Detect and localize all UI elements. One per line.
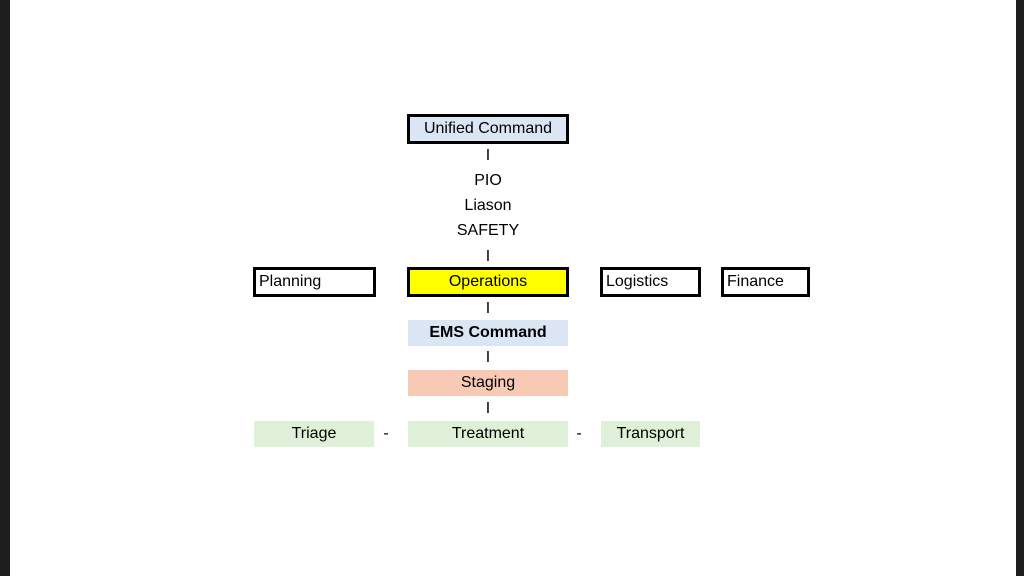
transport-box: Transport [601, 421, 700, 447]
logistics-label: Logistics [606, 273, 669, 290]
dash-left: - [383, 425, 389, 442]
staging-box: Staging [408, 370, 568, 396]
staff-liason: Liason [464, 197, 512, 214]
staff-safety: SAFETY [456, 222, 520, 239]
operations-box: Operations [407, 267, 569, 297]
logistics-box: Logistics [600, 267, 701, 297]
transport-label: Transport [616, 425, 685, 442]
planning-label: Planning [259, 273, 322, 290]
connector-3: I [485, 300, 491, 317]
connector-4: I [485, 349, 491, 366]
unified-command-label: Unified Command [423, 120, 553, 137]
connector-2: I [485, 248, 491, 265]
document-page: Unified Command I PIO Liason SAFETY I Pl… [10, 0, 1016, 576]
staff-pio: PIO [474, 172, 502, 189]
unified-command-box: Unified Command [407, 114, 569, 144]
connector-5: I [485, 400, 491, 417]
dash-right: - [576, 425, 582, 442]
triage-box: Triage [254, 421, 374, 447]
finance-label: Finance [727, 273, 784, 290]
finance-box: Finance [721, 267, 810, 297]
treatment-box: Treatment [408, 421, 568, 447]
planning-box: Planning [253, 267, 376, 297]
ems-command-label: EMS Command [429, 324, 547, 341]
ems-command-box: EMS Command [408, 320, 568, 346]
connector-1: I [485, 147, 491, 164]
triage-label: Triage [291, 425, 337, 442]
staging-label: Staging [460, 374, 516, 391]
operations-label: Operations [448, 273, 528, 290]
treatment-label: Treatment [451, 425, 525, 442]
